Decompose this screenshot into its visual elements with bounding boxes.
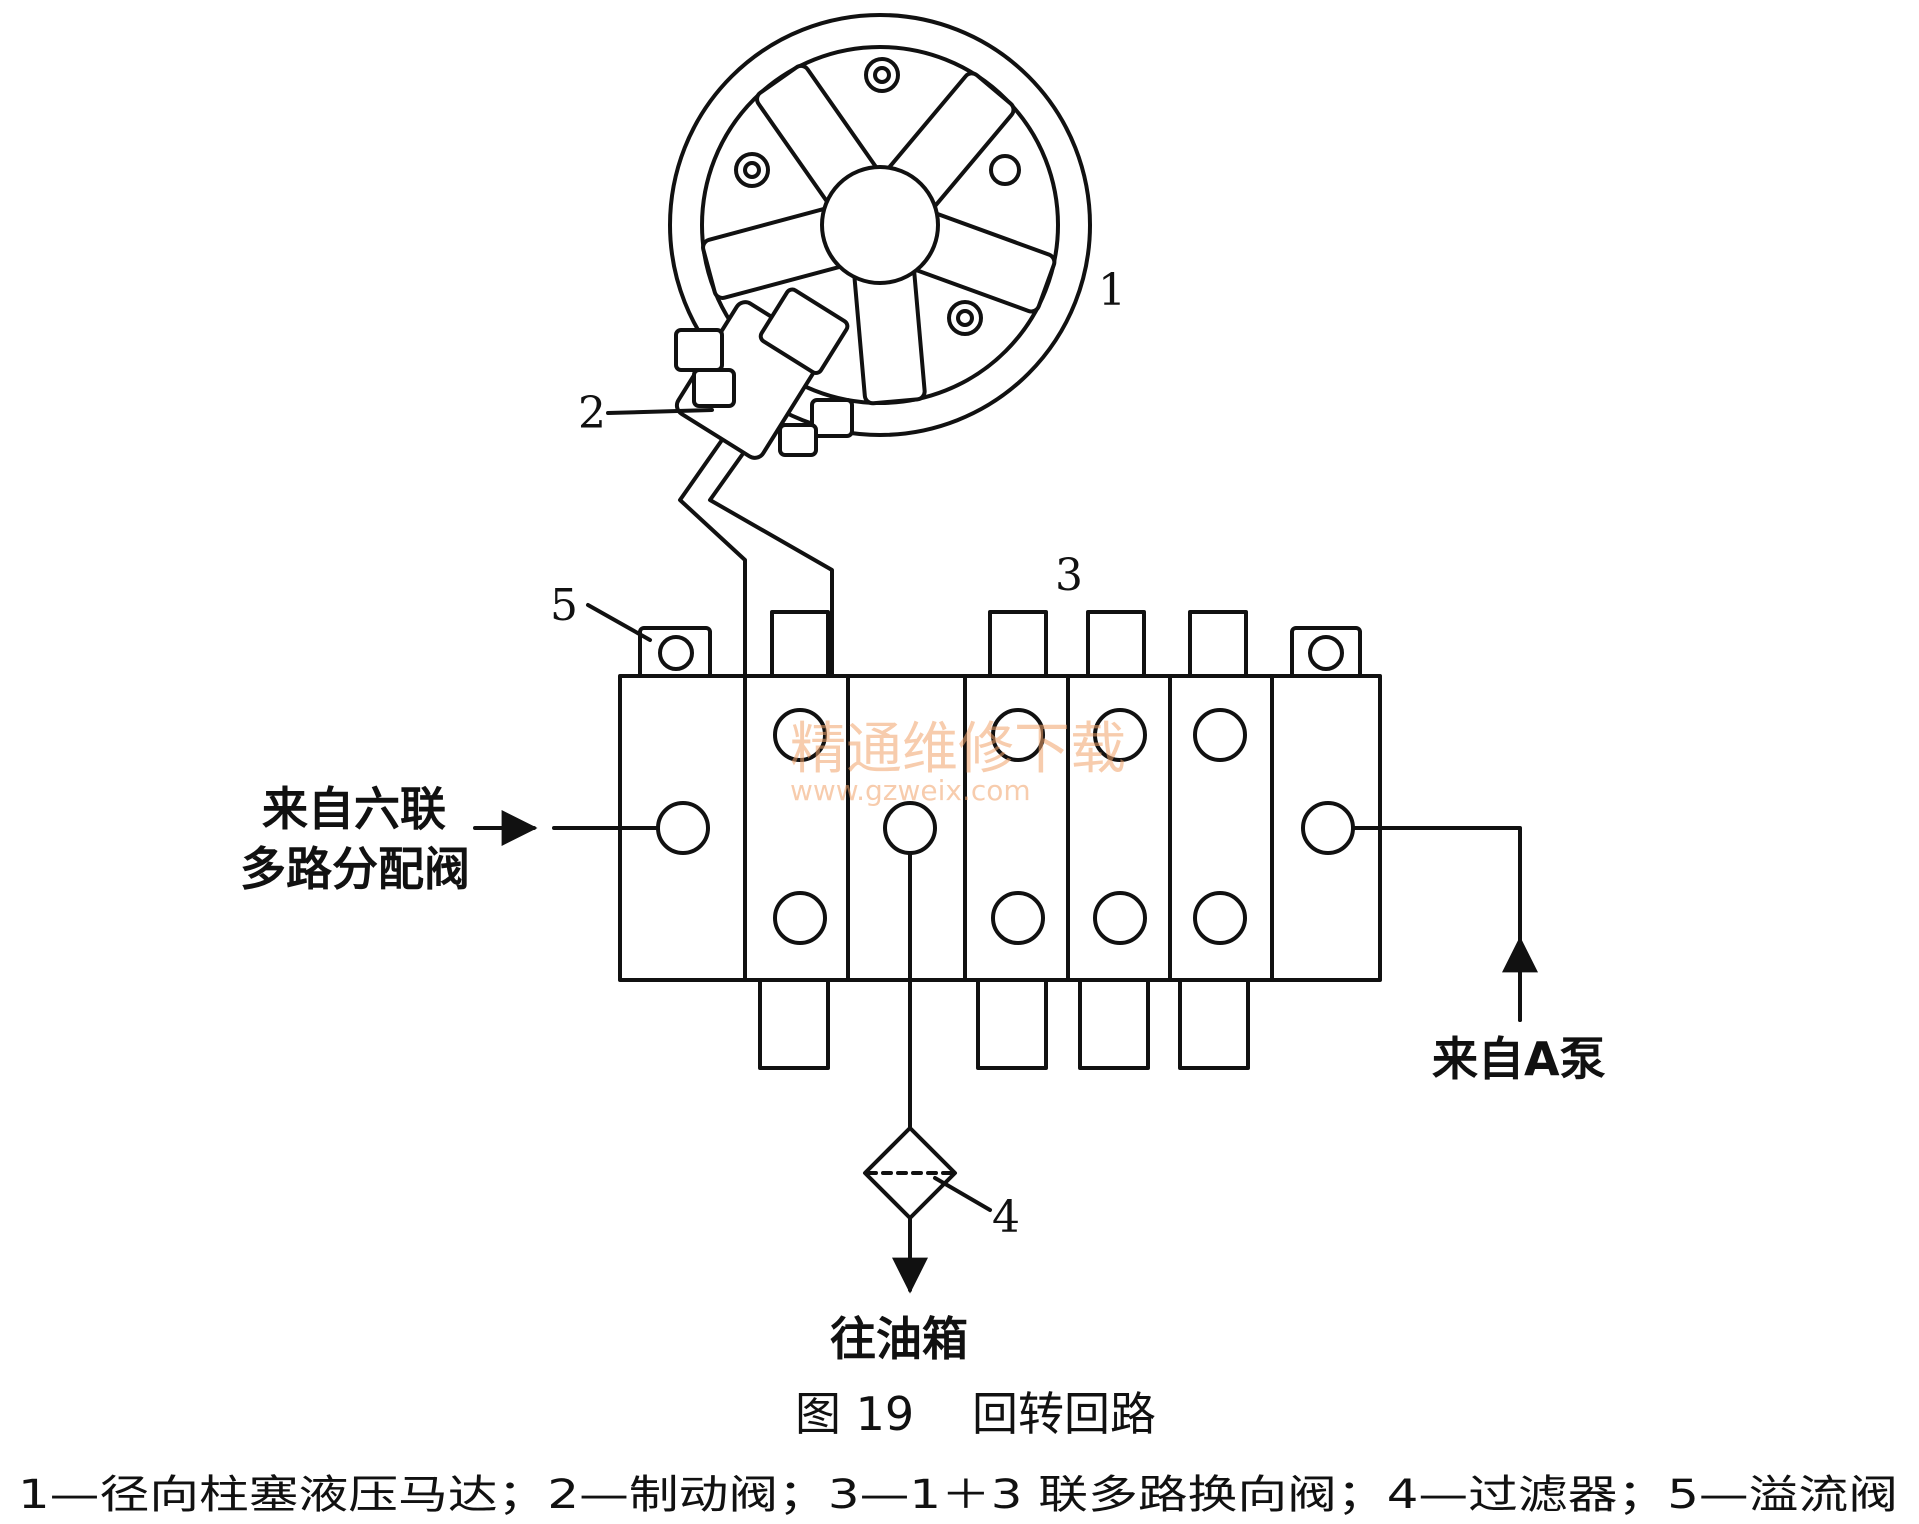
inlet-left-label-line1: 来自六联 bbox=[262, 782, 446, 836]
watermark-text: 精通维修下载 bbox=[790, 717, 1126, 782]
label-4-filter: 4 bbox=[992, 1192, 1020, 1243]
watermark-url: www.gzweix.com bbox=[790, 774, 1031, 807]
figure-number: 图 19 bbox=[795, 1387, 914, 1441]
multi-way-directional-valve bbox=[618, 610, 1382, 1070]
brake-valve bbox=[674, 287, 854, 460]
figure-legend: 1—径向柱塞液压马达；2—制动阀；3—1＋3 联多路换向阀；4—过滤器；5—溢流… bbox=[18, 1472, 1898, 1518]
label-5-relief-valve: 5 bbox=[550, 580, 578, 631]
inlet-pump-a-flow bbox=[1351, 826, 1538, 1022]
return-line bbox=[863, 851, 957, 1294]
leader-lines bbox=[586, 408, 992, 1212]
label-1-motor: 1 bbox=[1098, 265, 1126, 316]
inlet-left-label-line2: 多路分配阀 bbox=[240, 842, 470, 896]
figure-title: 回转回路 bbox=[972, 1387, 1156, 1441]
filter-symbol bbox=[863, 1126, 957, 1220]
label-3-directional-valve: 3 bbox=[1055, 550, 1083, 601]
label-2-brake-valve: 2 bbox=[578, 388, 606, 439]
inlet-right-label: 来自A泵 bbox=[1432, 1032, 1606, 1086]
outlet-label: 往油箱 bbox=[830, 1312, 968, 1366]
